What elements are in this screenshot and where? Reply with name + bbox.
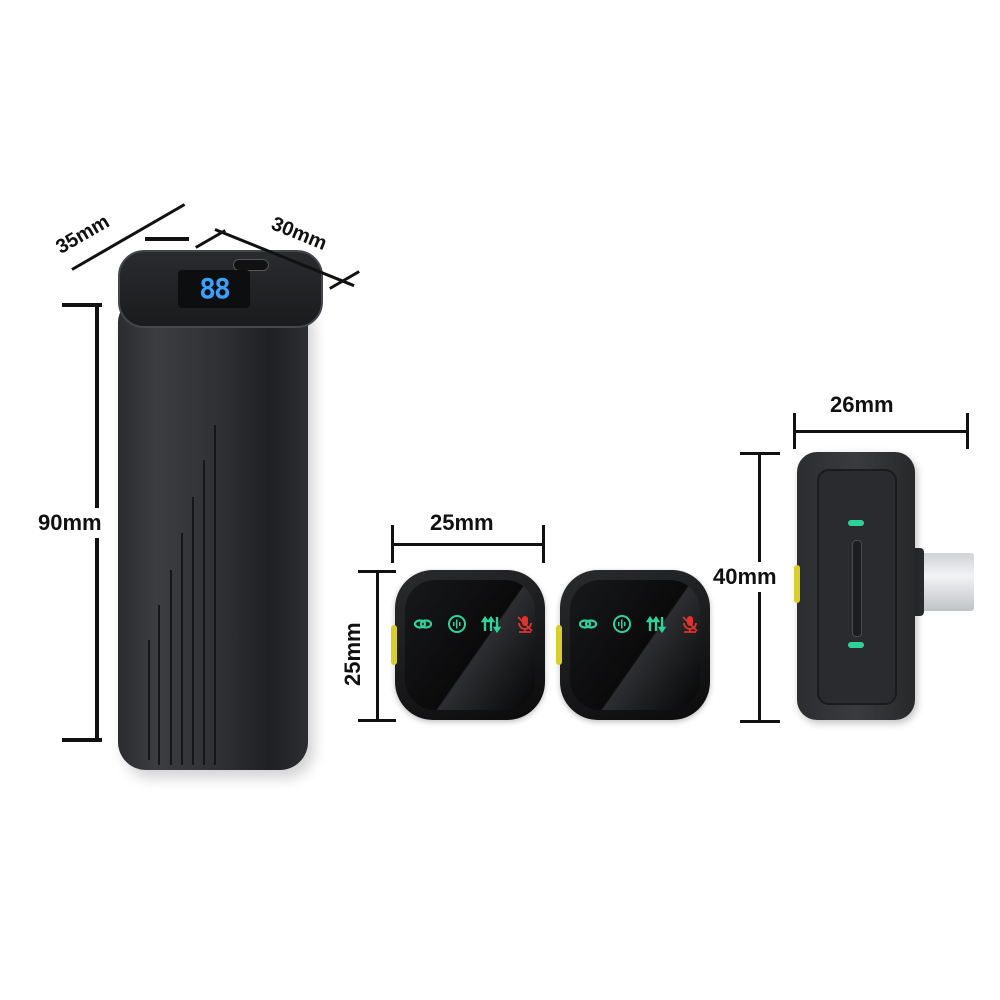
groove-line bbox=[170, 570, 172, 765]
side-button bbox=[556, 625, 562, 665]
dimension-tick bbox=[391, 525, 394, 563]
transmitter-2 bbox=[556, 570, 710, 720]
link-icon bbox=[413, 619, 433, 629]
receiver bbox=[797, 452, 915, 720]
dimension-tick bbox=[358, 719, 396, 722]
dimension-tick bbox=[358, 570, 396, 573]
transmitter-screen bbox=[405, 580, 535, 710]
dimension-label-tx-width: 25mm bbox=[430, 510, 494, 535]
dimension-tick bbox=[62, 303, 102, 307]
mic-mute-icon bbox=[682, 616, 698, 633]
dimension-tick bbox=[966, 413, 969, 449]
usb-c-port bbox=[233, 259, 269, 271]
dimension-label-rx-width: 26mm bbox=[830, 392, 894, 417]
dimension-label-rx-height: 40mm bbox=[713, 562, 777, 592]
status-led-top bbox=[848, 520, 864, 526]
dimension-tick bbox=[740, 452, 780, 455]
groove-line bbox=[192, 497, 194, 765]
transmitter-screen bbox=[570, 580, 700, 710]
mic-mute-icon bbox=[517, 616, 533, 633]
transmitter-1 bbox=[391, 570, 545, 720]
dimension-label-height: 90mm bbox=[38, 508, 102, 538]
sliders-icon bbox=[646, 615, 666, 634]
audio-wave-icon bbox=[448, 615, 466, 633]
link-icon bbox=[578, 619, 598, 629]
status-led-bottom bbox=[848, 642, 864, 648]
groove-line bbox=[203, 460, 205, 765]
dimension-label-tx-height: 25mm bbox=[340, 618, 366, 690]
dimension-tick bbox=[62, 738, 102, 742]
battery-display: 88 bbox=[178, 270, 250, 308]
power-bank-body bbox=[118, 300, 308, 770]
receiver-slot bbox=[852, 540, 862, 637]
dimension-tick bbox=[793, 413, 796, 449]
side-button bbox=[391, 625, 397, 665]
dimension-line-tx-width bbox=[392, 543, 544, 546]
dimension-tick bbox=[145, 237, 189, 241]
dimension-tick bbox=[542, 525, 545, 563]
dimension-tick bbox=[195, 229, 226, 249]
groove-line bbox=[214, 425, 216, 765]
dimension-tick bbox=[740, 720, 780, 723]
dimension-line-rx-width bbox=[794, 430, 968, 433]
groove-line bbox=[181, 533, 183, 765]
groove-line bbox=[158, 605, 160, 765]
groove-line bbox=[148, 640, 150, 760]
audio-wave-icon bbox=[613, 615, 631, 633]
dimension-line-tx-height bbox=[376, 572, 379, 720]
receiver-side-button bbox=[794, 565, 800, 603]
sliders-icon bbox=[481, 615, 501, 634]
dimension-tick bbox=[329, 270, 360, 290]
